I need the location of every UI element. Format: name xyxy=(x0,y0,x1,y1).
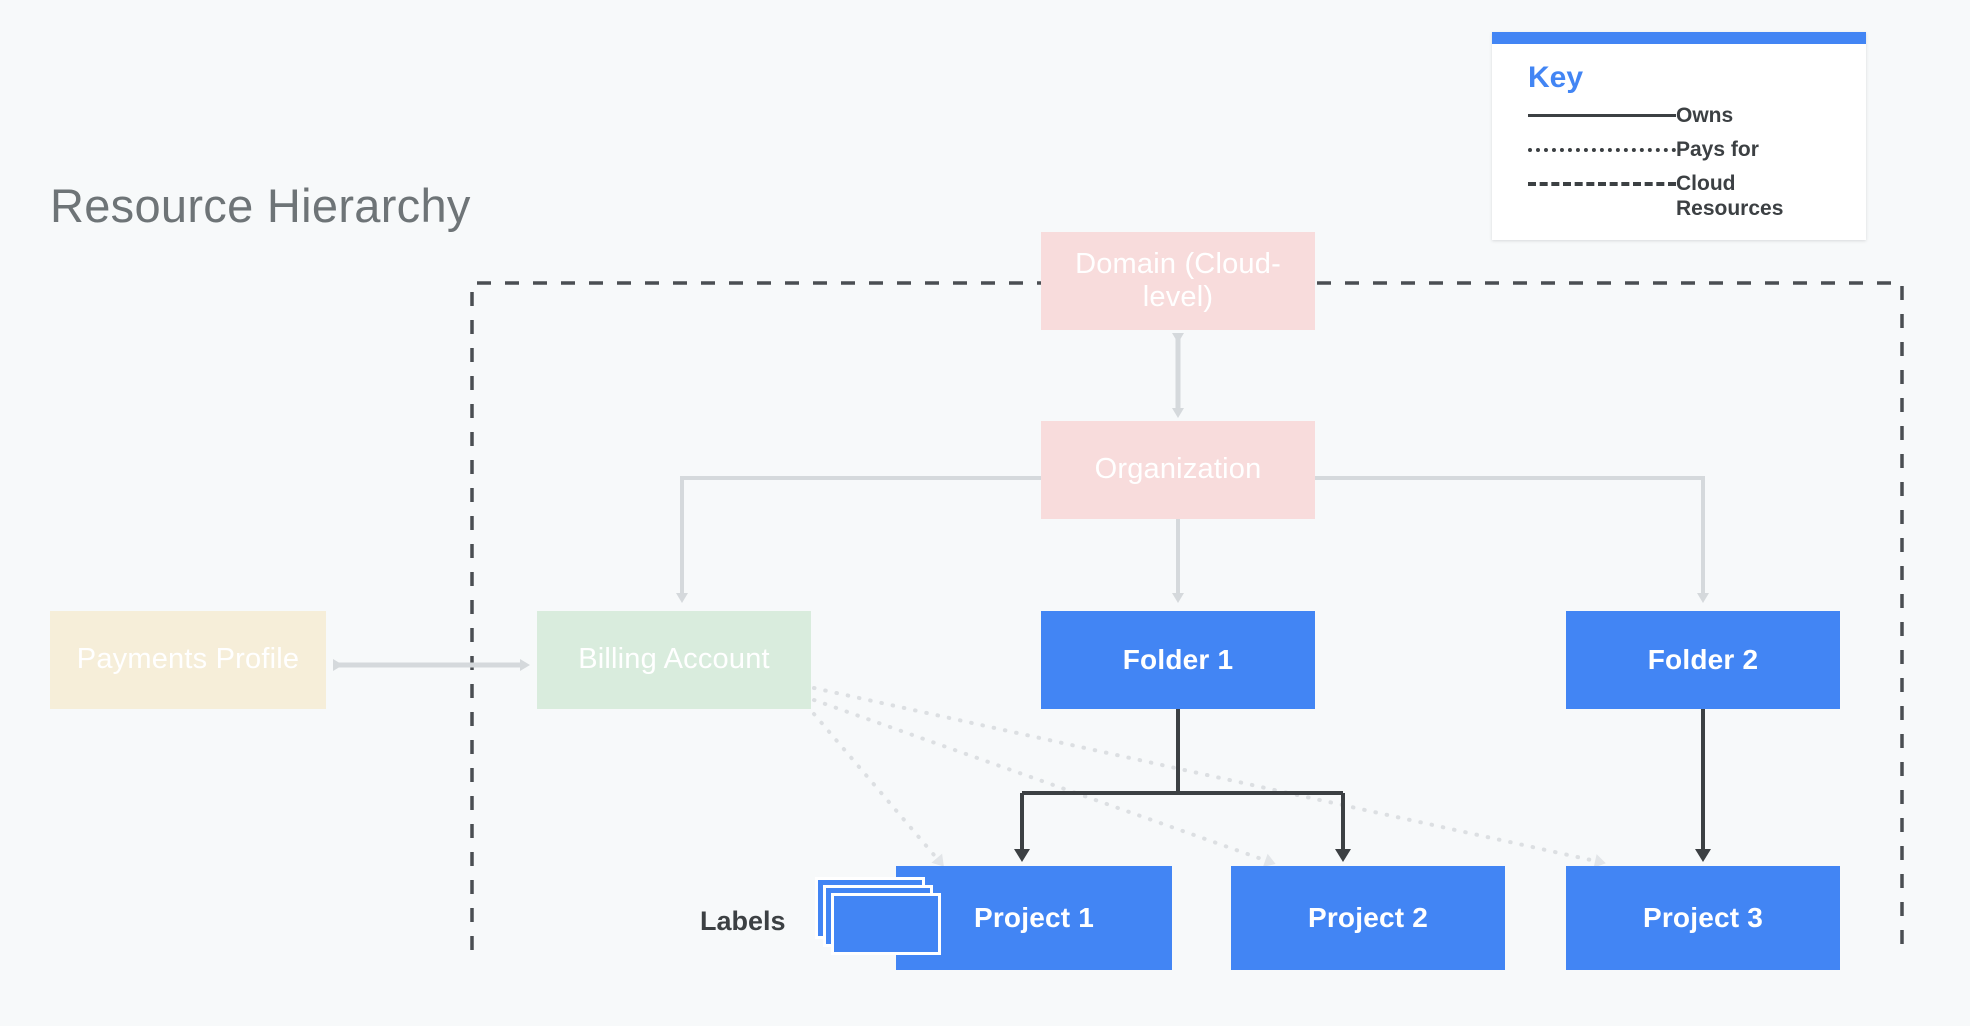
key-label-owns: Owns xyxy=(1676,103,1734,127)
key-row-pays-for: Pays for xyxy=(1528,136,1840,170)
node-payments-profile-label: Payments Profile xyxy=(76,643,300,676)
key-title: Key xyxy=(1528,61,1584,94)
node-project-1-label: Project 1 xyxy=(973,901,1095,933)
node-billing-account-label: Billing Account xyxy=(578,643,770,676)
node-folder-1[interactable]: Folder 1 xyxy=(1041,611,1315,709)
node-domain-label: Domain (Cloud-level) xyxy=(1075,247,1281,313)
node-folder-2[interactable]: Folder 2 xyxy=(1566,611,1840,709)
labels-caption: Labels xyxy=(700,906,786,936)
key-label-cloud-resources: Cloud Resources xyxy=(1676,171,1784,221)
key-body: Key Owns Pays for Cloud Resources xyxy=(1492,44,1866,240)
node-project-3[interactable]: Project 3 xyxy=(1566,866,1840,970)
node-organization-label: Organization xyxy=(1094,453,1262,486)
key-label-pays-for: Pays for xyxy=(1676,137,1759,161)
node-billing-account[interactable]: Billing Account xyxy=(537,611,811,709)
node-domain[interactable]: Domain (Cloud-level) xyxy=(1041,232,1315,330)
key-panel: Key Owns Pays for Cloud Resources xyxy=(1492,32,1866,240)
key-row-owns: Owns xyxy=(1528,102,1840,136)
node-folder-2-label: Folder 2 xyxy=(1647,643,1759,675)
key-row-cloud-resources: Cloud Resources xyxy=(1528,170,1840,222)
node-project-3-label: Project 3 xyxy=(1642,901,1764,933)
node-project-2[interactable]: Project 2 xyxy=(1231,866,1505,970)
node-organization[interactable]: Organization xyxy=(1041,421,1315,519)
dashed-line-sample xyxy=(1528,170,1676,196)
connector-billing-account-project-2 xyxy=(812,698,1276,867)
labels-card-front xyxy=(831,893,941,955)
connector-billing-account-project-1 xyxy=(812,712,944,867)
connector-billing-account-project-3 xyxy=(812,686,1606,868)
node-payments-profile[interactable]: Payments Profile xyxy=(50,611,326,709)
labels-stack-icon xyxy=(815,877,943,959)
node-folder-1-label: Folder 1 xyxy=(1122,643,1234,675)
dotted-line-sample xyxy=(1528,136,1676,162)
node-project-2-label: Project 2 xyxy=(1307,901,1429,933)
key-accent-bar xyxy=(1492,32,1866,44)
connector-organization-billing-account xyxy=(676,476,1041,603)
connector-organization-folder-2 xyxy=(1315,476,1709,603)
solid-line-sample xyxy=(1528,102,1676,128)
node-project-1[interactable]: Project 1 xyxy=(896,866,1172,970)
page-title: Resource Hierarchy xyxy=(50,179,471,232)
